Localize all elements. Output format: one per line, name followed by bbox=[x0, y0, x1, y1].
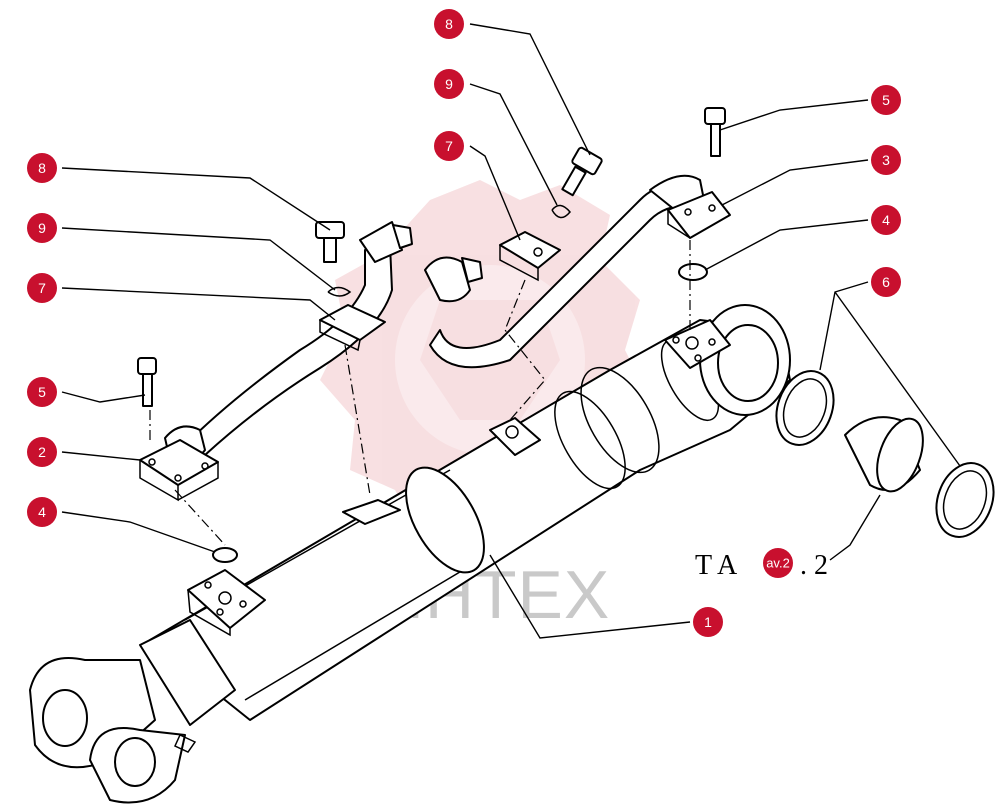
svg-text:8: 8 bbox=[38, 160, 46, 176]
callout-7-left: 7 bbox=[27, 273, 57, 303]
callout-4-right: 4 bbox=[871, 205, 901, 235]
callout-5-right: 5 bbox=[871, 85, 901, 115]
svg-text:4: 4 bbox=[882, 212, 890, 228]
callout-2: 2 bbox=[27, 437, 57, 467]
svg-text:9: 9 bbox=[38, 220, 46, 236]
svg-text:3: 3 bbox=[882, 152, 890, 168]
callout-7-right: 7 bbox=[434, 131, 464, 161]
table-label-left: T A bbox=[695, 550, 738, 581]
leader-lines bbox=[61, 23, 961, 639]
svg-text:4: 4 bbox=[38, 504, 46, 520]
callout-1: 1 bbox=[693, 607, 723, 637]
callout-4-left: 4 bbox=[27, 497, 57, 527]
callout-9-left: 9 bbox=[27, 213, 57, 243]
callout-9-right: 9 bbox=[434, 69, 464, 99]
assembly-lines bbox=[149, 240, 691, 546]
callout-8-left: 8 bbox=[27, 153, 57, 183]
callout-8-right: 8 bbox=[434, 9, 464, 39]
svg-text:2: 2 bbox=[38, 444, 46, 460]
svg-text:8: 8 bbox=[445, 16, 453, 32]
svg-text:7: 7 bbox=[38, 280, 46, 296]
svg-text:5: 5 bbox=[38, 384, 46, 400]
callout-5-left: 5 bbox=[27, 377, 57, 407]
right-pipe-assembly bbox=[424, 107, 731, 456]
table-label-right: . 2 bbox=[800, 550, 828, 581]
callout-3: 3 bbox=[871, 145, 901, 175]
svg-text:av.2: av.2 bbox=[766, 556, 790, 571]
svg-text:6: 6 bbox=[882, 274, 890, 290]
svg-text:7: 7 bbox=[445, 138, 453, 154]
hydraulic-cylinder bbox=[29, 304, 791, 804]
svg-text:1: 1 bbox=[704, 614, 712, 630]
seals-and-bushing bbox=[212, 263, 995, 563]
table-label-badge: av.2 bbox=[763, 548, 793, 578]
svg-text:5: 5 bbox=[882, 92, 890, 108]
callout-6: 6 bbox=[871, 267, 901, 297]
svg-text:9: 9 bbox=[445, 76, 453, 92]
left-pipe-assembly bbox=[137, 221, 413, 525]
